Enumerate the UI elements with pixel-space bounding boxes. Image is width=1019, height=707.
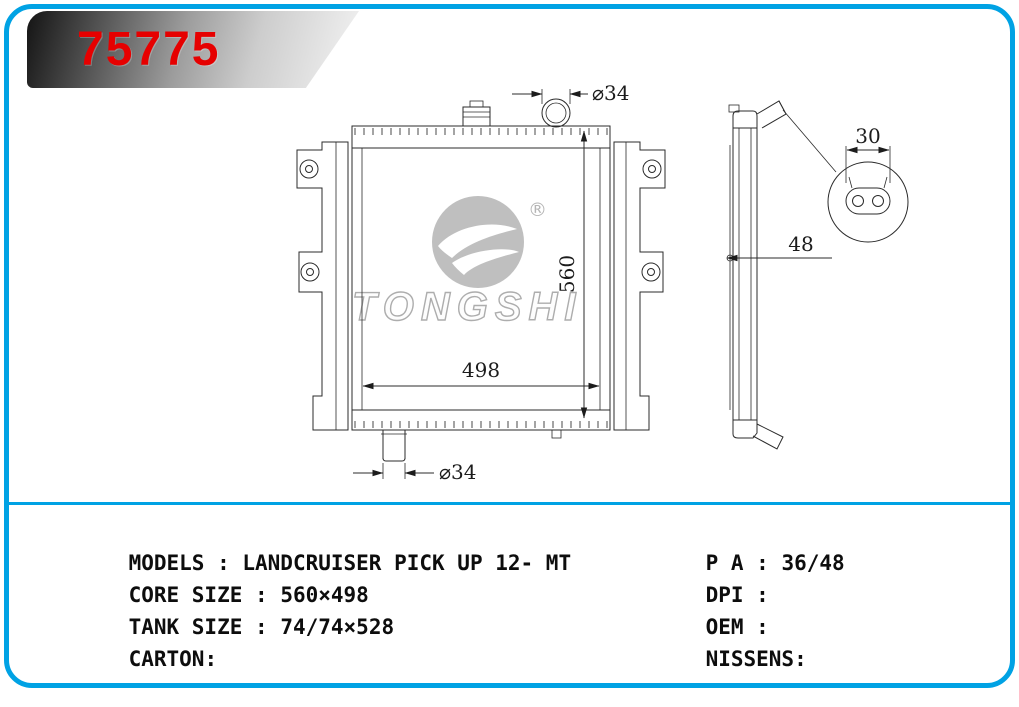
spec-separator: : [242, 615, 281, 639]
spec-label: CARTON [128, 647, 205, 671]
spec-row-carton: CARTON: [78, 611, 571, 671]
spec-label: MODELS [128, 551, 205, 575]
part-number: 75775 [77, 23, 221, 76]
spec-separator: : [743, 615, 769, 639]
spec-value: 74/74×528 [280, 615, 395, 639]
spec-separator: : [794, 647, 807, 671]
dimension-core-width: 498 [362, 358, 600, 390]
pipe-detail-circle [827, 161, 909, 243]
spec-row-pa: P A : 36/48 [655, 515, 845, 575]
spec-label: P A [705, 551, 744, 575]
dimension-bottom-pipe: ⌀34 [353, 460, 477, 484]
spec-separator: : [743, 583, 769, 607]
spec-row-dpi: DPI : [655, 547, 845, 607]
spec-separator: : [204, 551, 243, 575]
spec-row-tank-size: TANK SIZE : 74/74×528 [78, 579, 571, 639]
spec-label: OEM [705, 615, 744, 639]
spec-value: LANDCRUISER PICK UP 12- MT [242, 551, 572, 575]
spec-value: 560×498 [280, 583, 369, 607]
spec-row-core-size: CORE SIZE : 560×498 [78, 547, 571, 607]
spec-column-right: P A : 36/48 DPI : OEM : NISSENS: [655, 515, 845, 671]
outlet-pipe [381, 430, 407, 462]
dimension-depth: 48 [726, 232, 832, 262]
dimension-top-pipe: ⌀34 [512, 81, 630, 105]
spec-label: NISSENS [705, 647, 795, 671]
dimension-core-height: 560 [555, 130, 588, 419]
spec-separator: : [242, 583, 281, 607]
filler-cap [462, 100, 491, 127]
dim-label-core-height: 560 [555, 255, 579, 293]
radiator-front-view: ⌀34 560 498 ⌀34 [296, 81, 666, 484]
spec-separator: : [743, 551, 782, 575]
inlet-pipe [541, 98, 571, 128]
spec-row-models: MODELS : LANDCRUISER PICK UP 12- MT [78, 515, 572, 575]
watermark: ® TONGSHI [351, 196, 583, 330]
dimension-detail-width: 30 [845, 124, 891, 183]
registered-trademark-icon: ® [528, 199, 547, 221]
dim-label-depth: 48 [788, 232, 813, 256]
dim-label-core-width: 498 [462, 358, 500, 382]
spec-label: TANK SIZE [128, 615, 243, 639]
part-number-badge: 75775 [27, 11, 359, 88]
technical-drawing: ® TONGSHI [296, 81, 909, 484]
spec-label: DPI [705, 583, 744, 607]
radiator-side-view: 30 48 [726, 100, 909, 450]
dim-label-bottom-pipe: ⌀34 [439, 460, 477, 484]
spec-label: CORE SIZE [128, 583, 243, 607]
table-divider-line [9, 502, 1010, 505]
dim-label-top-pipe: ⌀34 [592, 81, 630, 105]
spec-column-left: MODELS : LANDCRUISER PICK UP 12- MT CORE… [78, 515, 572, 671]
spec-value: 36/48 [781, 551, 845, 575]
dim-label-detail-width: 30 [855, 124, 880, 148]
spec-separator: : [204, 647, 218, 671]
spec-row-oem: OEM : [655, 579, 845, 639]
watermark-brand-text: TONGSHI [352, 285, 583, 329]
spec-row-nissens: NISSENS: [655, 611, 845, 671]
